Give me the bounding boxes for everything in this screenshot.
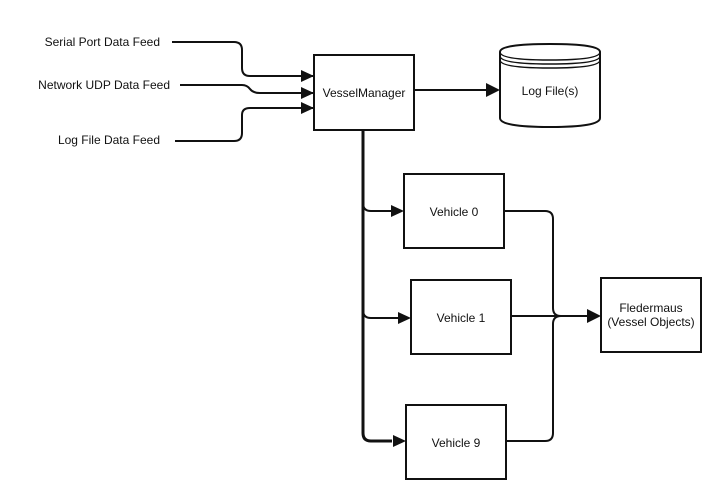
vehicle-1-label: Vehicle 1: [437, 311, 486, 325]
fledermaus-node: Fledermaus (Vessel Objects): [600, 277, 702, 353]
arrowhead-logfile: [486, 83, 500, 97]
source-label-logfeed: Log File Data Feed: [58, 133, 160, 147]
edge-manager-to-vehicle0: [362, 202, 392, 212]
vehicle-0-node: Vehicle 0: [403, 173, 505, 249]
vehicle-9-node: Vehicle 9: [405, 404, 507, 480]
edge-logfeed-to-manager: [175, 107, 313, 142]
log-file-label: Log File(s): [522, 84, 579, 98]
edge-manager-to-vehicle1: [362, 309, 399, 319]
edge-vehicle0-to-sink: [504, 210, 590, 317]
arrowhead-vehicle1: [398, 312, 411, 324]
fledermaus-label-line1: Fledermaus: [619, 301, 682, 315]
source-label-serial: Serial Port Data Feed: [45, 35, 160, 49]
edge-udp-to-manager: [180, 84, 313, 94]
vehicle-1-node: Vehicle 1: [410, 279, 512, 355]
arrowhead-logfeed: [301, 102, 314, 114]
vessel-manager-label: VesselManager: [323, 86, 406, 100]
arrowhead-sink: [587, 309, 601, 323]
vessel-manager-node: VesselManager: [313, 54, 415, 131]
edge-vehicle9-to-sink: [506, 315, 562, 442]
vehicle-9-label: Vehicle 9: [432, 436, 481, 450]
source-label-udp: Network UDP Data Feed: [38, 78, 170, 92]
arrowhead-serial: [301, 70, 314, 82]
arrowhead-vehicle0: [391, 205, 404, 217]
fledermaus-label-line2: (Vessel Objects): [607, 315, 694, 329]
edge-serial-to-manager: [172, 41, 313, 77]
arrowhead-vehicle9: [393, 435, 406, 447]
arrowhead-udp: [301, 87, 314, 99]
edge-manager-trunk: [361, 130, 392, 443]
log-file-node: Log File(s): [499, 42, 601, 129]
vehicle-0-label: Vehicle 0: [430, 205, 479, 219]
